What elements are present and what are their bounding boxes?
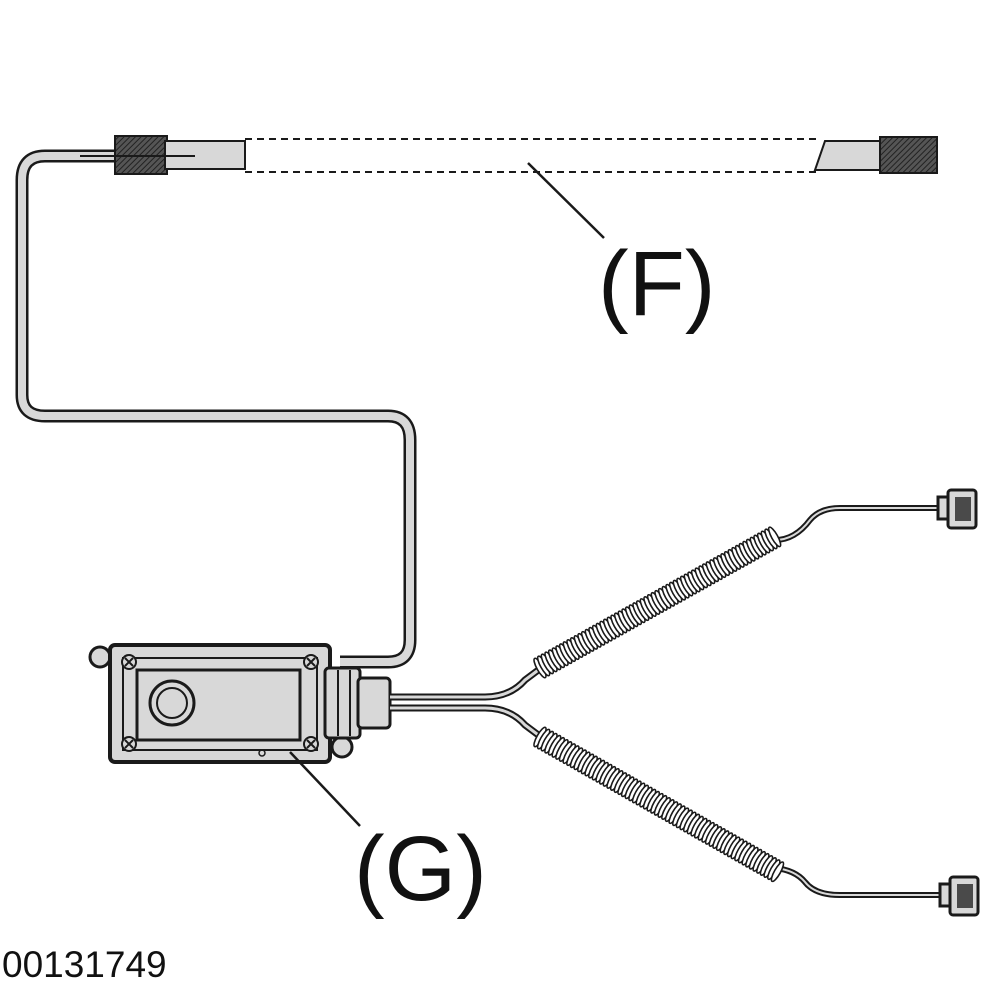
cable-f <box>80 135 938 239</box>
right-connector-body <box>813 140 883 171</box>
plug-lower <box>938 875 980 917</box>
screws <box>121 654 319 752</box>
leader-line-g <box>289 751 361 827</box>
right-connector-sleeve <box>879 136 938 174</box>
leader-line-f <box>527 162 605 239</box>
coil-upper <box>533 526 782 679</box>
label-f: (F) <box>598 233 716 335</box>
coiled-cables <box>533 526 785 883</box>
plug-upper <box>936 488 978 530</box>
cable-gland <box>323 666 392 740</box>
tube-cable <box>15 149 417 669</box>
coil-turn <box>770 861 785 883</box>
control-box-g <box>88 643 392 827</box>
coil-turn <box>767 526 782 548</box>
split-cables <box>390 505 945 898</box>
document-id: 00131749 <box>2 944 167 985</box>
label-g: (G) <box>354 818 487 920</box>
coil-lower <box>533 726 785 883</box>
